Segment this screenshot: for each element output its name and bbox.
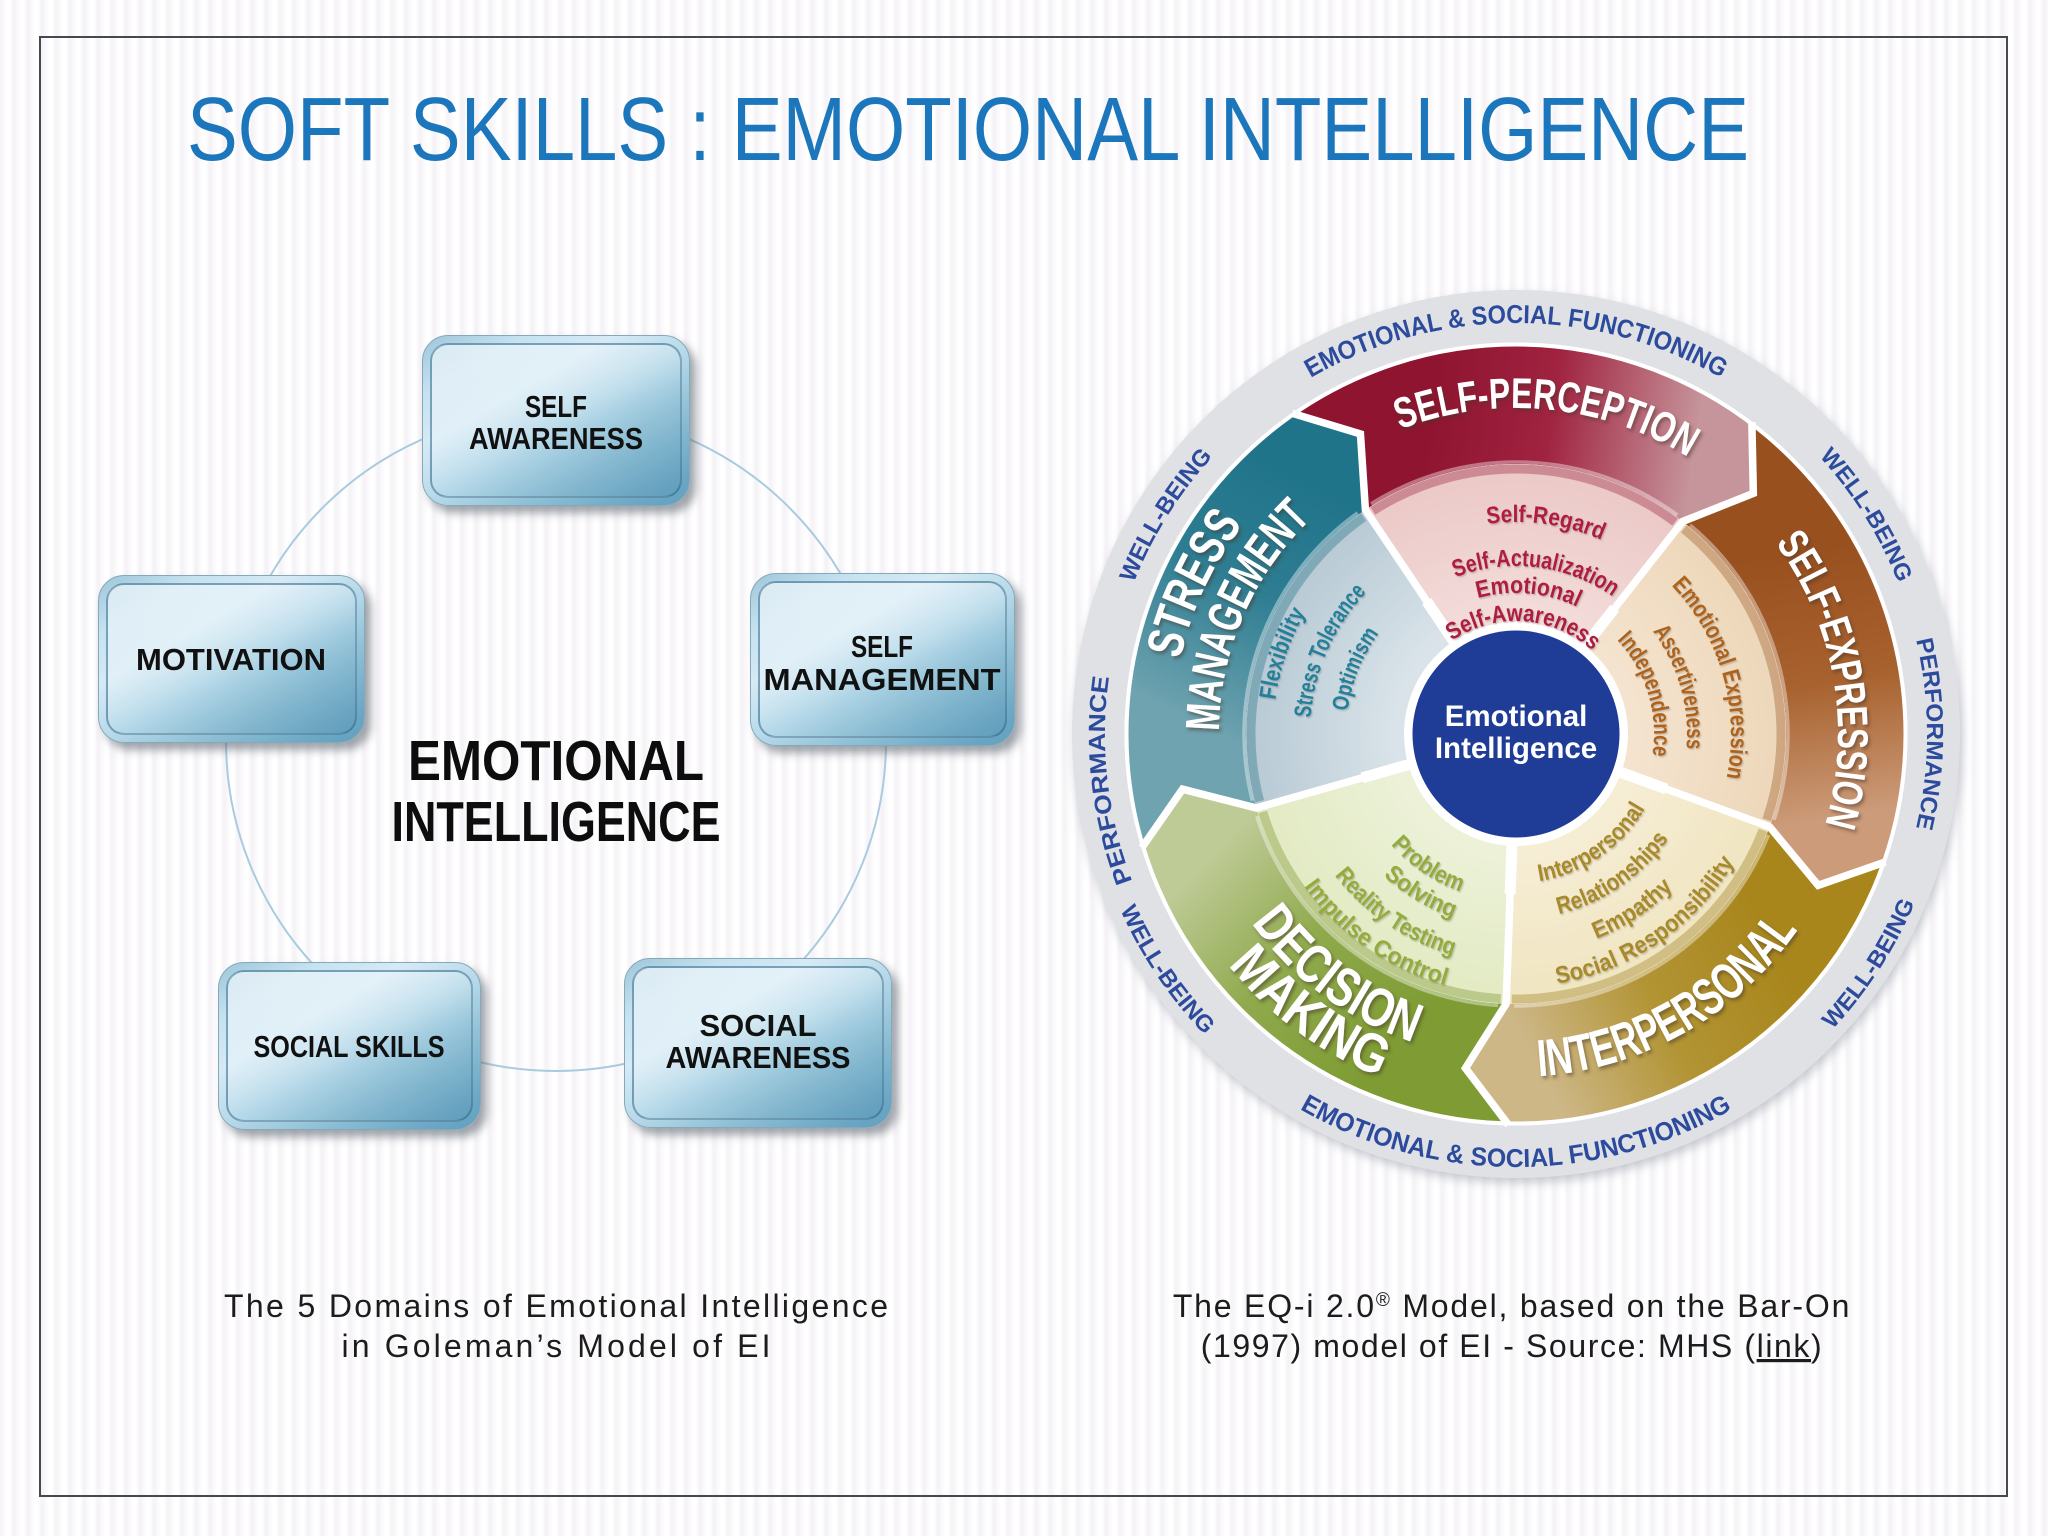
svg-text:INTELLIGENCE: INTELLIGENCE xyxy=(392,790,721,854)
svg-text:Emotional: Emotional xyxy=(1445,700,1588,733)
svg-text:MANAGEMENT: MANAGEMENT xyxy=(764,662,1001,697)
svg-text:in Goleman’s Model of EI: in Goleman’s Model of EI xyxy=(342,1328,771,1364)
svg-text:AWARENESS: AWARENESS xyxy=(666,1040,851,1075)
svg-text:SOCIAL: SOCIAL xyxy=(700,1008,817,1043)
svg-text:SELF: SELF xyxy=(851,629,913,664)
svg-text:MOTIVATION: MOTIVATION xyxy=(136,642,326,677)
svg-text:Intelligence: Intelligence xyxy=(1435,732,1597,765)
svg-text:(1997) model of EI - Source: M: (1997) model of EI - Source: MHS (link) xyxy=(1201,1328,1824,1364)
svg-text:SELF: SELF xyxy=(525,389,587,424)
svg-text:SOFT SKILLS : EMOTIONAL INTELL: SOFT SKILLS : EMOTIONAL INTELLIGENCE xyxy=(187,80,1749,180)
svg-text:AWARENESS: AWARENESS xyxy=(469,421,643,456)
svg-text:The 5 Domains of Emotional Int: The 5 Domains of Emotional Intelligence xyxy=(224,1288,888,1324)
svg-text:EMOTIONAL: EMOTIONAL xyxy=(408,729,704,793)
svg-text:The EQ-i 2.0® Model, based on: The EQ-i 2.0® Model, based on the Bar-On xyxy=(1173,1288,1851,1324)
svg-text:SOCIAL SKILLS: SOCIAL SKILLS xyxy=(254,1029,445,1064)
